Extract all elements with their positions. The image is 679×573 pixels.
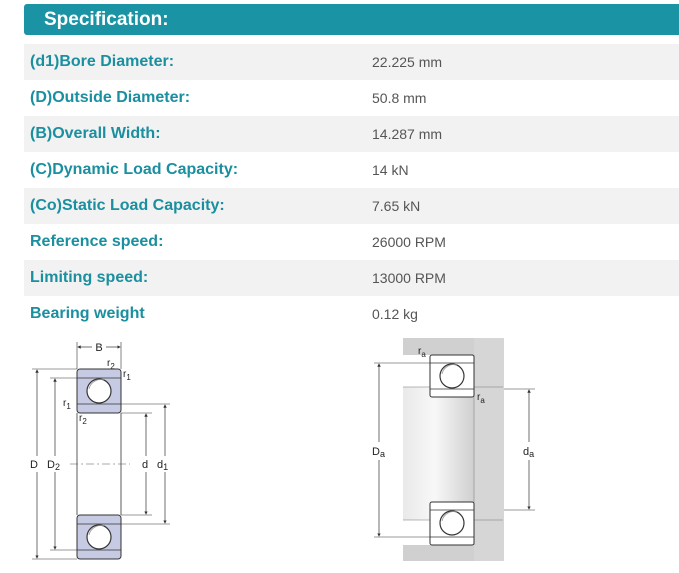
mounted-bearing-bottom (429, 501, 475, 546)
label-r1-left-sub: 1 (66, 402, 71, 411)
shaft (403, 387, 474, 520)
spec-value: 0.12 kg (372, 306, 418, 322)
spec-label: Limiting speed: (30, 269, 149, 286)
label-ra-mid: r (477, 392, 481, 403)
label-r2-bottom-sub: 2 (82, 417, 87, 426)
spec-label: (C)Dynamic Load Capacity: (30, 161, 239, 178)
label-r2-bottom: r (79, 413, 83, 424)
label-ra-top-sub: a (421, 350, 426, 359)
spec-row-bore-diameter: (d1)Bore Diameter: 22.225 mm (24, 44, 679, 80)
label-d-outer: D (30, 459, 38, 471)
spec-row-static-load: (Co)Static Load Capacity: 7.65 kN (24, 188, 679, 224)
svg-text:Da: Da (372, 446, 385, 459)
label-d1: d (157, 459, 163, 471)
label-ra-top: r (418, 346, 422, 357)
svg-text:ra: ra (418, 346, 426, 359)
label-da-housing: D (372, 446, 380, 458)
spec-label: (D)Outside Diameter: (30, 89, 191, 106)
svg-text:d1: d1 (157, 459, 168, 472)
spec-table: (d1)Bore Diameter: 22.225 mm (D)Outside … (24, 44, 679, 332)
bearing-section-top (76, 368, 122, 414)
label-da-shaft: d (523, 446, 529, 458)
spec-value: 7.65 kN (372, 198, 421, 214)
spec-value: 13000 RPM (372, 270, 446, 286)
label-r1-left: r (63, 398, 67, 409)
label-r2-top: r (107, 358, 111, 369)
spec-title: Specification: (44, 9, 169, 30)
svg-text:r1: r1 (123, 369, 131, 382)
spec-row-outside-diameter: (D)Outside Diameter: 50.8 mm (24, 80, 679, 116)
spec-value: 14 kN (372, 162, 409, 178)
spec-label: (Co)Static Load Capacity: (30, 197, 225, 214)
svg-text:r2: r2 (107, 358, 115, 371)
label-da-housing-sub: a (380, 449, 385, 459)
bearing-dimension-diagram: B r2 r1 r1 r2 D D2 d d1 (30, 342, 170, 560)
spec-label: Reference speed: (30, 233, 164, 250)
label-ra-mid-sub: a (480, 396, 485, 405)
spec-row-reference-speed: Reference speed: 26000 RPM (24, 224, 679, 260)
spec-row-limiting-speed: Limiting speed: 13000 RPM (24, 260, 679, 296)
spec-label: (d1)Bore Diameter: (30, 53, 175, 70)
spec-value: 26000 RPM (372, 234, 446, 250)
label-b: B (95, 342, 102, 354)
label-d2-sub: 2 (55, 462, 60, 472)
bearing-mounting-diagram: ra ra Da da (372, 338, 535, 561)
spec-value: 50.8 mm (372, 90, 427, 106)
svg-text:r2: r2 (79, 413, 87, 426)
svg-text:da: da (523, 446, 534, 459)
spec-row-overall-width: (B)Overall Width: 14.287 mm (24, 116, 679, 152)
housing-shoulder (474, 338, 504, 561)
spec-row-bearing-weight: Bearing weight 0.12 kg (24, 296, 679, 332)
spec-row-dynamic-load: (C)Dynamic Load Capacity: 14 kN (24, 152, 679, 188)
spec-label: (B)Overall Width: (30, 125, 161, 142)
mounted-bearing-top (429, 354, 475, 398)
spec-label: Bearing weight (30, 305, 145, 322)
label-r1-right-sub: 1 (126, 373, 131, 382)
svg-text:r1: r1 (63, 398, 71, 411)
spec-header: Specification: (24, 4, 679, 35)
bearing-section-bottom (76, 514, 122, 560)
svg-text:D2: D2 (47, 459, 60, 472)
label-d-bore: d (142, 459, 148, 471)
spec-value: 14.287 mm (372, 126, 443, 142)
label-d1-sub: 1 (163, 462, 168, 472)
label-da-shaft-sub: a (529, 449, 534, 459)
label-d2: D (47, 459, 55, 471)
label-r1-right: r (123, 369, 127, 380)
label-r2-top-sub: 2 (110, 362, 115, 371)
svg-text:ra: ra (477, 392, 485, 405)
spec-value: 22.225 mm (372, 54, 443, 70)
